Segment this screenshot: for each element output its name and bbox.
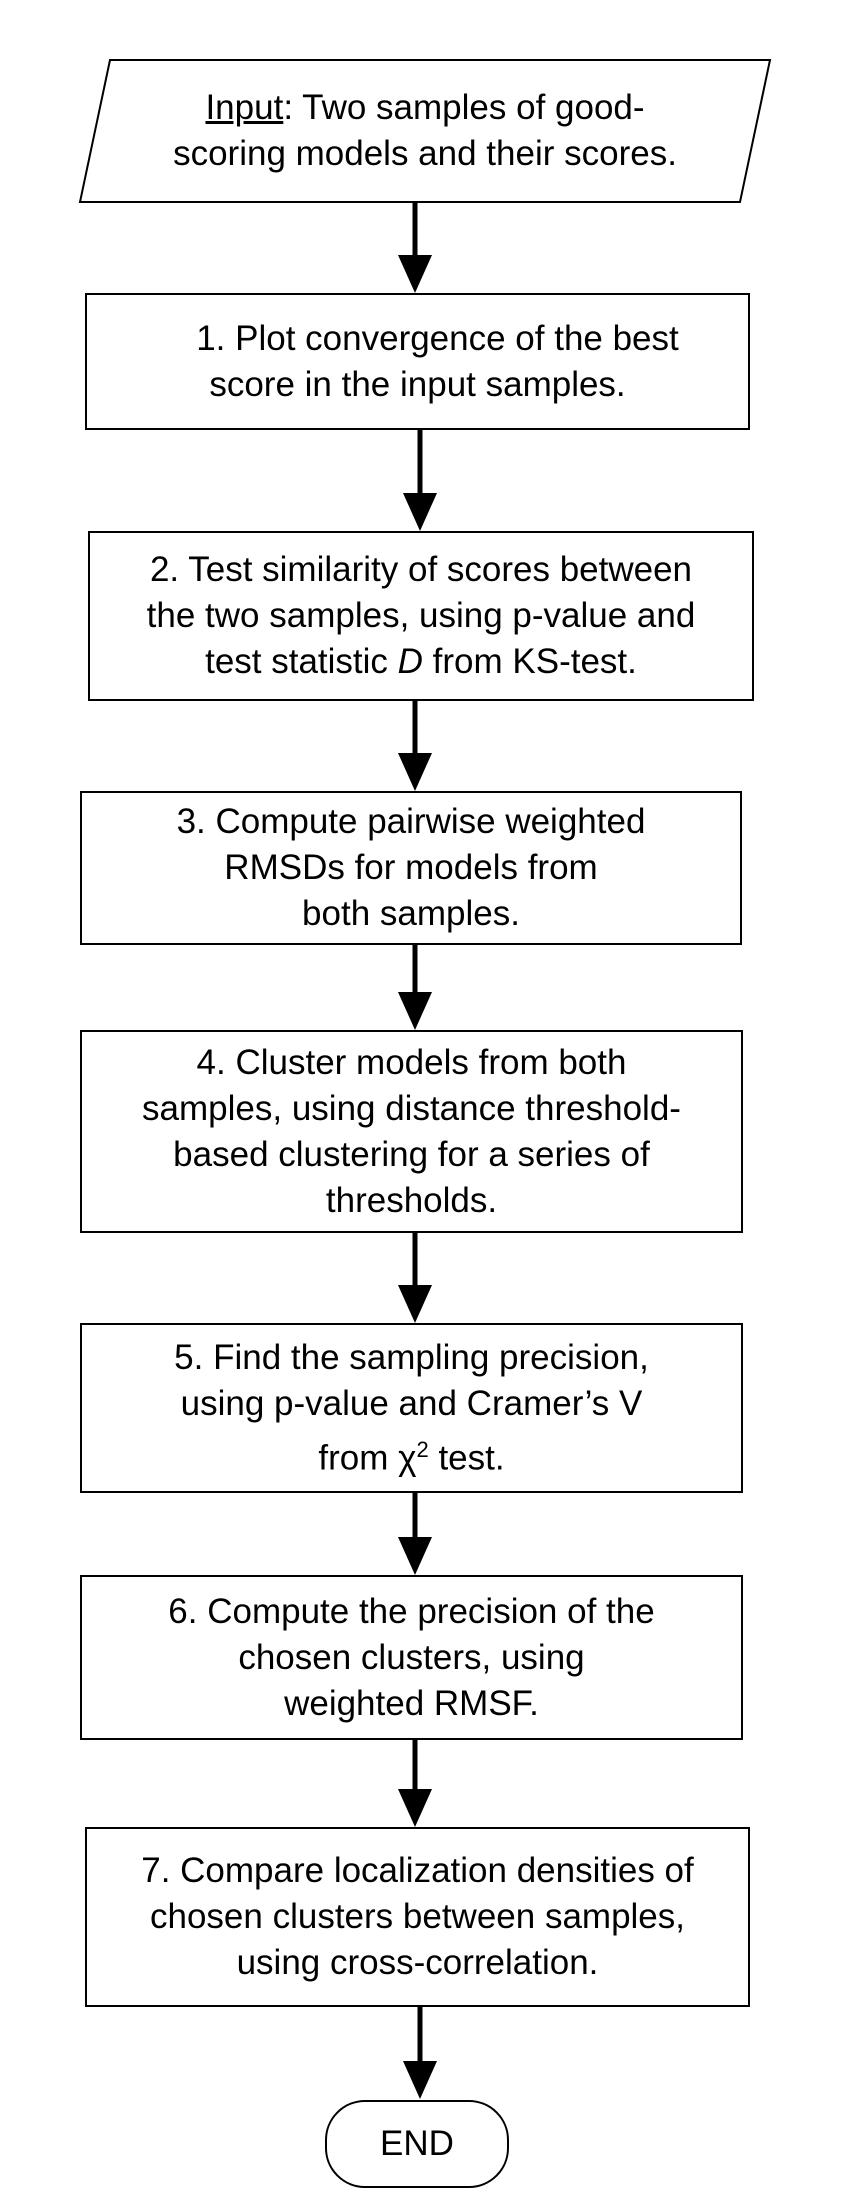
step-5-line-3-post: test. bbox=[428, 1438, 505, 1478]
step-6-line-3: weighted RMSF. bbox=[284, 1683, 539, 1723]
input-parallelogram bbox=[78, 59, 772, 203]
step-7-box: 7. Compare localization densities of cho… bbox=[85, 1827, 750, 2007]
end-label: END bbox=[380, 2124, 454, 2163]
arrowhead bbox=[398, 1537, 432, 1575]
step-5-line-3: from χ2 test. bbox=[318, 1427, 504, 1482]
input-line-1-text: Two samples of good- bbox=[293, 88, 645, 127]
step-1-line-2: score in the input samples. bbox=[209, 364, 626, 404]
step-6-line-1: 6. Compute the precision of the bbox=[168, 1591, 655, 1631]
input-colon: : bbox=[283, 88, 294, 127]
step-2-statistic-d: D bbox=[397, 642, 423, 681]
arrowhead bbox=[403, 493, 437, 531]
arrowhead bbox=[398, 1285, 432, 1323]
step-2-line-3: test statistic D from KS-test. bbox=[205, 639, 637, 685]
step-3-box: 3. Compute pairwise weighted RMSDs for m… bbox=[80, 791, 742, 945]
step-4-line-2: samples, using distance threshold- bbox=[142, 1088, 681, 1128]
step-4-line-3: based clustering for a series of bbox=[173, 1134, 650, 1174]
input-line-1: Input: Two samples of good- bbox=[205, 85, 644, 131]
input-line-2: scoring models and their scores. bbox=[173, 134, 677, 173]
step-5-line-2: using p-value and Cramer’s V bbox=[180, 1383, 643, 1423]
step-3-line-1: 3. Compute pairwise weighted bbox=[176, 802, 646, 841]
step-3-line-3: both samples. bbox=[302, 894, 520, 933]
input-label: Input bbox=[205, 88, 284, 127]
step-4-line-4: thresholds. bbox=[325, 1180, 498, 1220]
step-5-box: 5. Find the sampling precision, using p-… bbox=[80, 1323, 743, 1493]
arrows bbox=[398, 202, 437, 2099]
arrowhead bbox=[398, 255, 432, 293]
step-2-line-3-pre: test statistic bbox=[205, 642, 398, 681]
step-4-line-1: 4. Cluster models from both bbox=[196, 1042, 627, 1082]
step-4-box: 4. Cluster models from both samples, usi… bbox=[80, 1030, 743, 1233]
arrowhead bbox=[398, 992, 432, 1030]
step-2-line-2: the two samples, using p-value and bbox=[146, 596, 696, 635]
step-5-line-1: 5. Find the sampling precision, bbox=[174, 1337, 649, 1377]
step-1-box: 1. Plot convergence of the best score in… bbox=[85, 293, 750, 430]
arrowhead bbox=[398, 753, 432, 791]
step-5-line-3-pre: from χ bbox=[318, 1438, 417, 1478]
step-7-line-3: using cross-correlation. bbox=[236, 1943, 599, 1982]
step-1-line-1: 1. Plot convergence of the best bbox=[196, 318, 679, 358]
step-7-line-1: 7. Compare localization densities of bbox=[141, 1851, 694, 1890]
step-2-line-1: 2. Test similarity of scores between bbox=[149, 550, 693, 589]
step-3-line-2: RMSDs for models from bbox=[224, 848, 598, 887]
arrowhead bbox=[403, 2061, 437, 2099]
arrowhead bbox=[398, 1789, 432, 1827]
step-6-box: 6. Compute the precision of the chosen c… bbox=[80, 1575, 743, 1740]
input-node: Input: Two samples of good- scoring mode… bbox=[80, 60, 770, 202]
step-2-line-3-post: from KS-test. bbox=[422, 642, 637, 681]
step-2-box: 2. Test similarity of scores between the… bbox=[88, 531, 754, 701]
end-node: END bbox=[325, 2100, 509, 2188]
step-6-line-2: chosen clusters, using bbox=[238, 1637, 585, 1677]
step-7-line-2: chosen clusters between samples, bbox=[150, 1897, 685, 1936]
step-5-superscript: 2 bbox=[416, 1436, 429, 1462]
